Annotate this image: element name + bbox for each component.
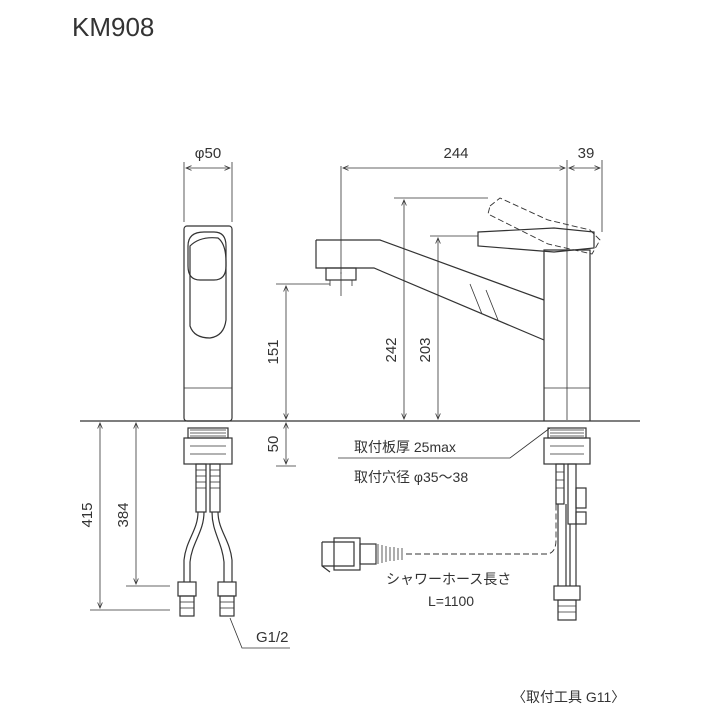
mount-hole-note: 取付穴径 φ35～38 [354,469,468,485]
thread-label: G1/2 [256,629,289,646]
hose-notes: シャワーホース長さ L=1100 [386,571,511,609]
dim-244-39: 244 39 [340,145,603,420]
dim-415-384: 415 384 [79,420,170,611]
d415-label: 415 [79,502,96,527]
dim-242-203: 242 203 [383,197,488,419]
side-view [177,225,237,617]
side-body [183,225,233,422]
d39-label: 39 [578,145,595,162]
spout-bottom [315,240,545,341]
d244-label: 244 [443,145,468,162]
spout-top [316,239,545,301]
front-view [315,197,601,621]
front-lever [477,227,595,253]
mount-notes: 取付板厚 25max 取付穴径 φ35～38 [338,427,551,485]
phi50-label: φ50 [195,145,221,162]
d242-label: 242 [383,337,400,362]
d50-label: 50 [265,436,282,453]
hose-label-note: シャワーホース長さ [386,571,511,587]
d203-label: 203 [417,337,434,362]
model-title: KM908 [72,12,154,42]
d151-label: 151 [265,339,282,364]
dim-151-50: 151 50 [265,283,330,467]
hose-length-note: L=1100 [428,593,474,609]
dim-phi50: φ50 [183,145,233,222]
d384-label: 384 [115,502,132,527]
tool-note: 〈取付工具 G11〉 [512,689,625,705]
thread-callout: G1/2 [229,617,290,649]
spray-head [321,500,557,573]
side-lever [189,237,227,339]
side-lever-knob [187,231,227,281]
mount-thickness-note: 取付板厚 25max [354,439,456,455]
front-lever-raised [487,197,601,255]
